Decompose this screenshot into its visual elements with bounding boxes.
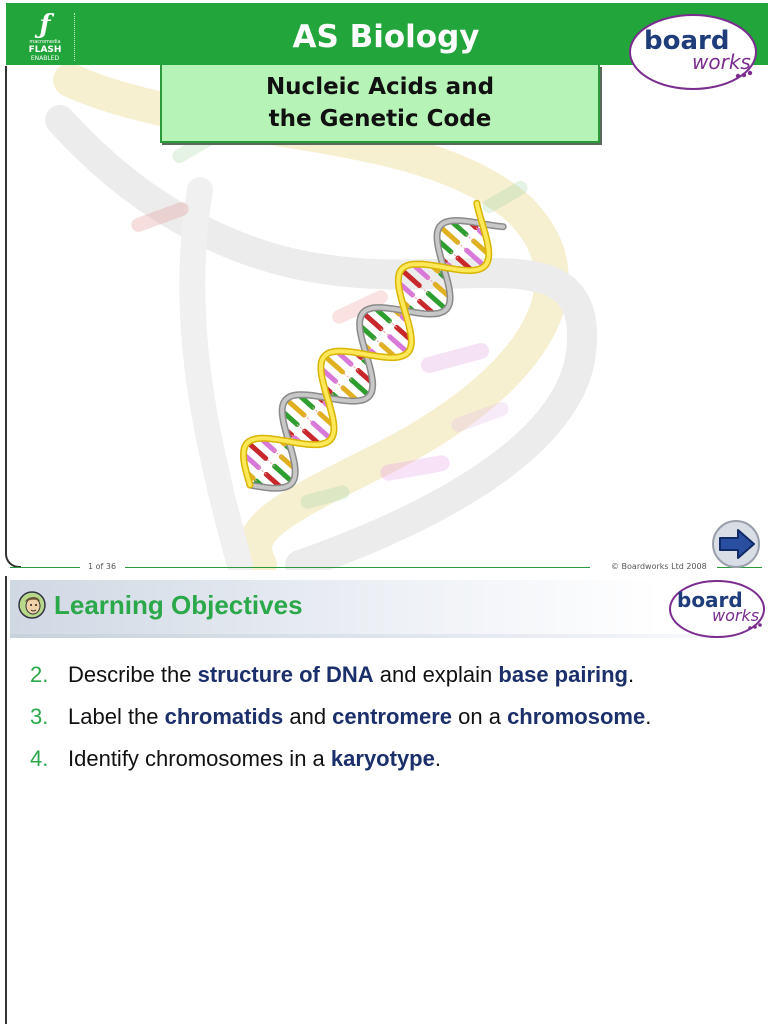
hydrogen-bond	[445, 262, 449, 266]
header-underline	[10, 634, 760, 638]
hydrogen-bond	[373, 337, 382, 345]
dna-base	[464, 247, 488, 269]
hydrogen-bond	[437, 270, 442, 275]
hydrogen-bond	[465, 233, 474, 242]
list-item: 4. Identify chromosomes in a karyotype.	[30, 742, 750, 776]
objective-text: .	[434, 746, 441, 771]
boardworks-logo: board works	[626, 12, 757, 90]
hydrogen-bond	[291, 434, 296, 439]
logo-text-board: board	[677, 588, 743, 612]
dna-base	[398, 267, 422, 289]
subtitle-line-1: Nucleic Acids and	[265, 74, 495, 100]
list-number: 4.	[30, 746, 49, 771]
list-item: 3. Label the chromatids and centromere o…	[30, 700, 750, 734]
hydrogen-bond	[265, 457, 275, 467]
subtitle-line-2: the Genetic Code	[268, 106, 492, 132]
next-slide-button[interactable]	[712, 520, 760, 568]
flash-logo-top-text: macromedia	[29, 39, 61, 45]
footer-line-middle	[125, 567, 590, 568]
hydrogen-bond	[252, 477, 257, 482]
objective-text: Identify chromosomes in a	[68, 746, 331, 771]
dna-base	[425, 291, 449, 312]
page-counter: 1 of 36	[88, 562, 117, 571]
key-term: karyotype	[330, 746, 435, 771]
hydrogen-bond	[350, 363, 359, 371]
hydrogen-bond	[303, 414, 314, 424]
objective-text: .	[645, 704, 652, 729]
page-title: AS Biology	[292, 19, 480, 55]
objectives-slide: Learning Objectives board works 2. Descr…	[0, 576, 768, 1024]
hydrogen-bond	[360, 357, 365, 361]
hydrogen-bond	[475, 227, 480, 231]
dna-base	[272, 463, 296, 485]
flash-enabled-logo: ƒ macromedia FLASH ENABLED	[20, 11, 70, 65]
dna-double-helix-illustration	[239, 199, 507, 492]
hydrogen-bond	[335, 380, 344, 389]
slide-left-border	[5, 576, 7, 1024]
dna-base	[360, 310, 384, 332]
hydrogen-bond	[296, 424, 305, 432]
section-title: Learning Objectives	[54, 590, 303, 620]
key-term: chromosome	[507, 704, 646, 729]
hydrogen-bond	[406, 305, 411, 309]
boardworks-logo: board works	[668, 578, 768, 652]
dna-base	[387, 334, 411, 356]
dna-base	[322, 353, 345, 375]
footer-line-left	[10, 567, 80, 568]
objective-text: Describe the	[68, 662, 198, 687]
hydrogen-bond	[427, 277, 436, 285]
dna-base	[245, 439, 269, 461]
divider	[74, 13, 75, 61]
copyright: © Boardworks Ltd 2008	[611, 562, 707, 571]
teacher-face-icon	[18, 591, 46, 619]
objective-text: on a	[452, 704, 508, 729]
hydrogen-bond	[284, 443, 288, 447]
hydrogen-bond	[342, 371, 352, 381]
logo-text-board: board	[644, 26, 730, 56]
objective-text: and	[283, 704, 333, 729]
list-number: 3.	[30, 704, 49, 729]
hydrogen-bond	[412, 294, 420, 302]
dna-base	[283, 396, 307, 418]
subtitle-box: Nucleic Acids and the Genetic Code	[160, 65, 600, 143]
arrow-right-icon	[719, 529, 755, 559]
flash-logo-word: FLASH	[28, 45, 62, 55]
logo-text-works: works	[692, 50, 751, 74]
hydrogen-bond	[322, 400, 326, 404]
hydrogen-bond	[368, 348, 372, 352]
key-term: centromere	[332, 704, 453, 729]
objective-text: and explain	[373, 662, 499, 687]
list-item: 2. Describe the structure of DNA and exp…	[30, 658, 750, 692]
list-number: 2.	[30, 662, 49, 687]
hydrogen-bond	[457, 241, 467, 251]
objectives-list: 2. Describe the structure of DNA and exp…	[30, 658, 750, 784]
hydrogen-bond	[312, 406, 321, 414]
hydrogen-bond	[274, 450, 282, 458]
hydrogen-bond	[418, 285, 429, 294]
title-slide: ƒ macromedia FLASH ENABLED AS Biology bo…	[5, 3, 768, 571]
hydrogen-bond	[450, 251, 459, 259]
hydrogen-bond	[329, 391, 334, 395]
key-term: chromatids	[164, 704, 284, 729]
dna-backbone-strand	[241, 201, 491, 487]
dna-base	[310, 420, 334, 442]
dna-base	[348, 377, 372, 399]
objective-text: .	[628, 662, 635, 687]
objective-text: Label the	[68, 704, 165, 729]
subtitle: Nucleic Acids and the Genetic Code	[162, 65, 598, 135]
hydrogen-bond	[258, 467, 267, 475]
flash-f-icon: ƒ	[39, 10, 51, 40]
hydrogen-bond	[398, 313, 403, 318]
flash-logo-bottom-text: ENABLED	[30, 55, 60, 62]
key-term: structure of DNA	[197, 662, 374, 687]
hydrogen-bond	[380, 328, 391, 338]
dna-base	[437, 223, 461, 245]
slide-left-border	[5, 66, 21, 568]
logo-text-works: works	[712, 606, 760, 625]
key-term: base pairing	[498, 662, 628, 687]
hydrogen-bond	[389, 320, 398, 328]
section-header	[10, 580, 660, 636]
